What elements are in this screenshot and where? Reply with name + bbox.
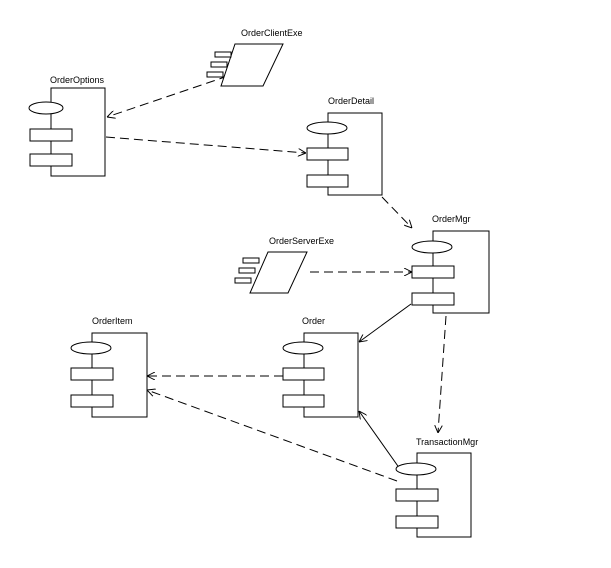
component-label: OrderServerExe [269,236,334,246]
dependency-orderoptions-to-orderdetail [105,136,306,153]
component-port [411,292,455,306]
component-port [70,367,114,381]
component-label: OrderOptions [50,75,105,85]
executable-tab-3 [234,277,252,284]
component-port [282,367,325,381]
component-orderserverexe[interactable]: OrderServerExe [234,236,334,294]
component-port [70,394,114,408]
dependency-orderdetail-to-ordermgr [381,196,412,228]
dependency-edges [105,75,447,482]
component-port [395,515,439,529]
component-orderoptions[interactable]: OrderOptions [28,75,106,177]
component-label: Order [302,316,325,326]
dependency-transactionmgr-to-orderitem [147,390,398,482]
component-port [306,174,349,188]
dependency-ordermgr-to-order [359,303,412,342]
component-oval [70,341,112,355]
executable-tab-1 [242,257,260,264]
executable-tab-2 [210,61,228,68]
dependency-transactionmgr-to-order [359,411,401,470]
component-orderdetail[interactable]: OrderDetail [306,96,383,196]
executable-body [249,251,308,294]
component-orderclientexe[interactable]: OrderClientExe [206,28,303,87]
component-label: OrderDetail [328,96,374,106]
component-oval [395,462,437,476]
component-label: OrderMgr [432,214,471,224]
component-oval [306,121,348,135]
dependency-orderclientexe-to-orderoptions [107,75,229,117]
executable-tab-2 [238,267,256,274]
executable-tab-1 [214,51,232,58]
component-label: OrderItem [92,316,133,326]
component-port [306,147,349,161]
component-port [29,153,73,167]
component-port [282,394,325,408]
component-port [411,265,455,279]
component-label: OrderClientExe [241,28,303,38]
component-oval [28,101,64,115]
component-label: TransactionMgr [416,437,478,447]
dependency-ordermgr-to-transactionmgr [438,315,447,433]
executable-tab-3 [206,71,224,78]
component-oval [282,341,324,355]
component-orderitem[interactable]: OrderItem [70,316,148,418]
component-order[interactable]: Order [282,316,359,418]
executable-body [220,43,284,87]
component-transactionmgr[interactable]: TransactionMgr [395,437,478,538]
component-ordermgr[interactable]: OrderMgr [411,214,490,314]
component-oval [411,240,453,254]
component-port [29,128,73,142]
component-port [395,488,439,502]
